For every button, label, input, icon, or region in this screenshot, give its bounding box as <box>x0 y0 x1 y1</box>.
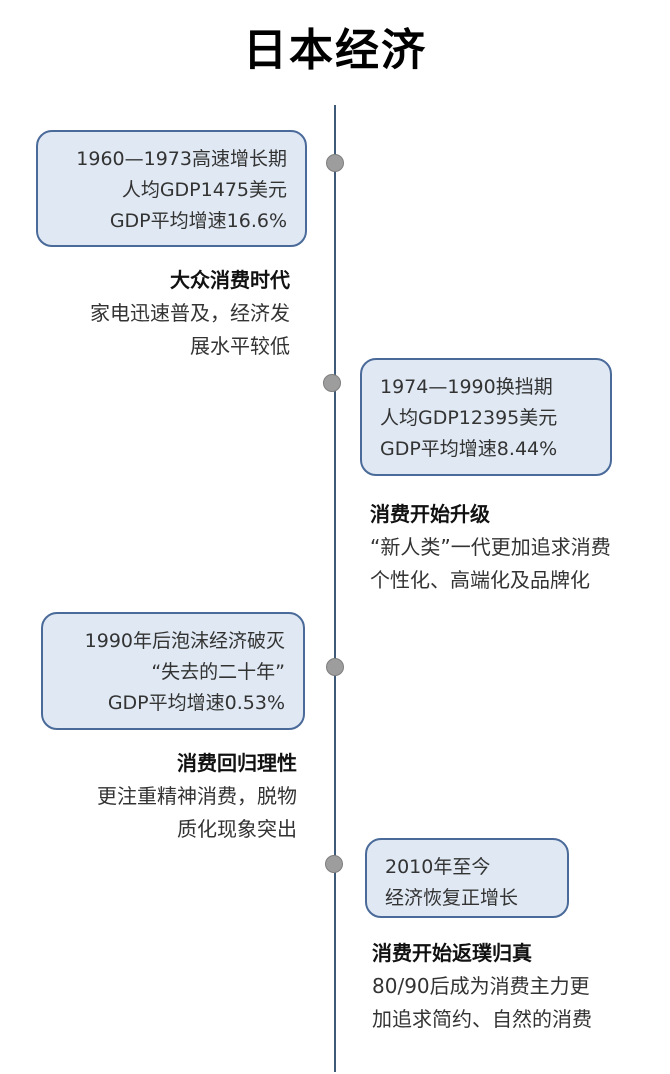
box-line: 1960—1973高速增长期 <box>76 148 287 170</box>
period-desc-1960-1973: 大众消费时代 家电迅速普及，经济发 展水平较低 <box>30 264 290 363</box>
page-title: 日本经济 <box>243 25 427 76</box>
period-box-1960-1973: 1960—1973高速增长期 人均GDP1475美元 GDP平均增速16.6% <box>36 130 307 247</box>
desc-line: 80/90后成为消费主力更 <box>372 974 590 998</box>
period-box-2010-now: 2010年至今 经济恢复正增长 <box>365 838 569 918</box>
desc-line: 个性化、高端化及品牌化 <box>370 568 590 592</box>
desc-line: 加追求简约、自然的消费 <box>372 1007 592 1031</box>
desc-line: “新人类”一代更加追求消费 <box>370 535 611 559</box>
period-heading: 大众消费时代 <box>170 268 290 292</box>
desc-line: 更注重精神消费，脱物 <box>97 784 297 808</box>
box-line: 1974—1990换挡期 <box>380 376 553 398</box>
box-line: 1990年后泡沫经济破灭 <box>84 630 285 652</box>
box-line: 经济恢复正增长 <box>385 887 519 909</box>
period-heading: 消费开始升级 <box>370 502 490 526</box>
period-box-1974-1990: 1974—1990换挡期 人均GDP12395美元 GDP平均增速8.44% <box>360 358 612 476</box>
box-line: 人均GDP1475美元 <box>121 179 287 201</box>
period-heading: 消费开始返璞归真 <box>372 941 532 965</box>
box-line: GDP平均增速16.6% <box>109 210 287 232</box>
timeline-dot <box>326 154 344 172</box>
box-line: GDP平均增速8.44% <box>380 438 558 460</box>
box-line: 人均GDP12395美元 <box>380 407 558 429</box>
desc-line: 展水平较低 <box>190 334 290 358</box>
box-line: “失去的二十年” <box>151 661 285 683</box>
period-desc-2010-now: 消费开始返璞归真 80/90后成为消费主力更 加追求简约、自然的消费 <box>372 937 662 1036</box>
box-line: GDP平均增速0.53% <box>107 692 285 714</box>
timeline-dot <box>323 374 341 392</box>
timeline-axis <box>334 105 336 1072</box>
timeline-dot <box>325 855 343 873</box>
period-desc-1974-1990: 消费开始升级 “新人类”一代更加追求消费 个性化、高端化及品牌化 <box>370 498 660 597</box>
period-heading: 消费回归理性 <box>177 751 297 775</box>
desc-line: 家电迅速普及，经济发 <box>90 301 290 325</box>
box-line: 2010年至今 <box>385 856 491 878</box>
desc-line: 质化现象突出 <box>177 817 297 841</box>
timeline-dot <box>326 658 344 676</box>
period-desc-1990-bubble: 消费回归理性 更注重精神消费，脱物 质化现象突出 <box>30 747 297 846</box>
period-box-1990-bubble: 1990年后泡沫经济破灭 “失去的二十年” GDP平均增速0.53% <box>41 612 305 730</box>
